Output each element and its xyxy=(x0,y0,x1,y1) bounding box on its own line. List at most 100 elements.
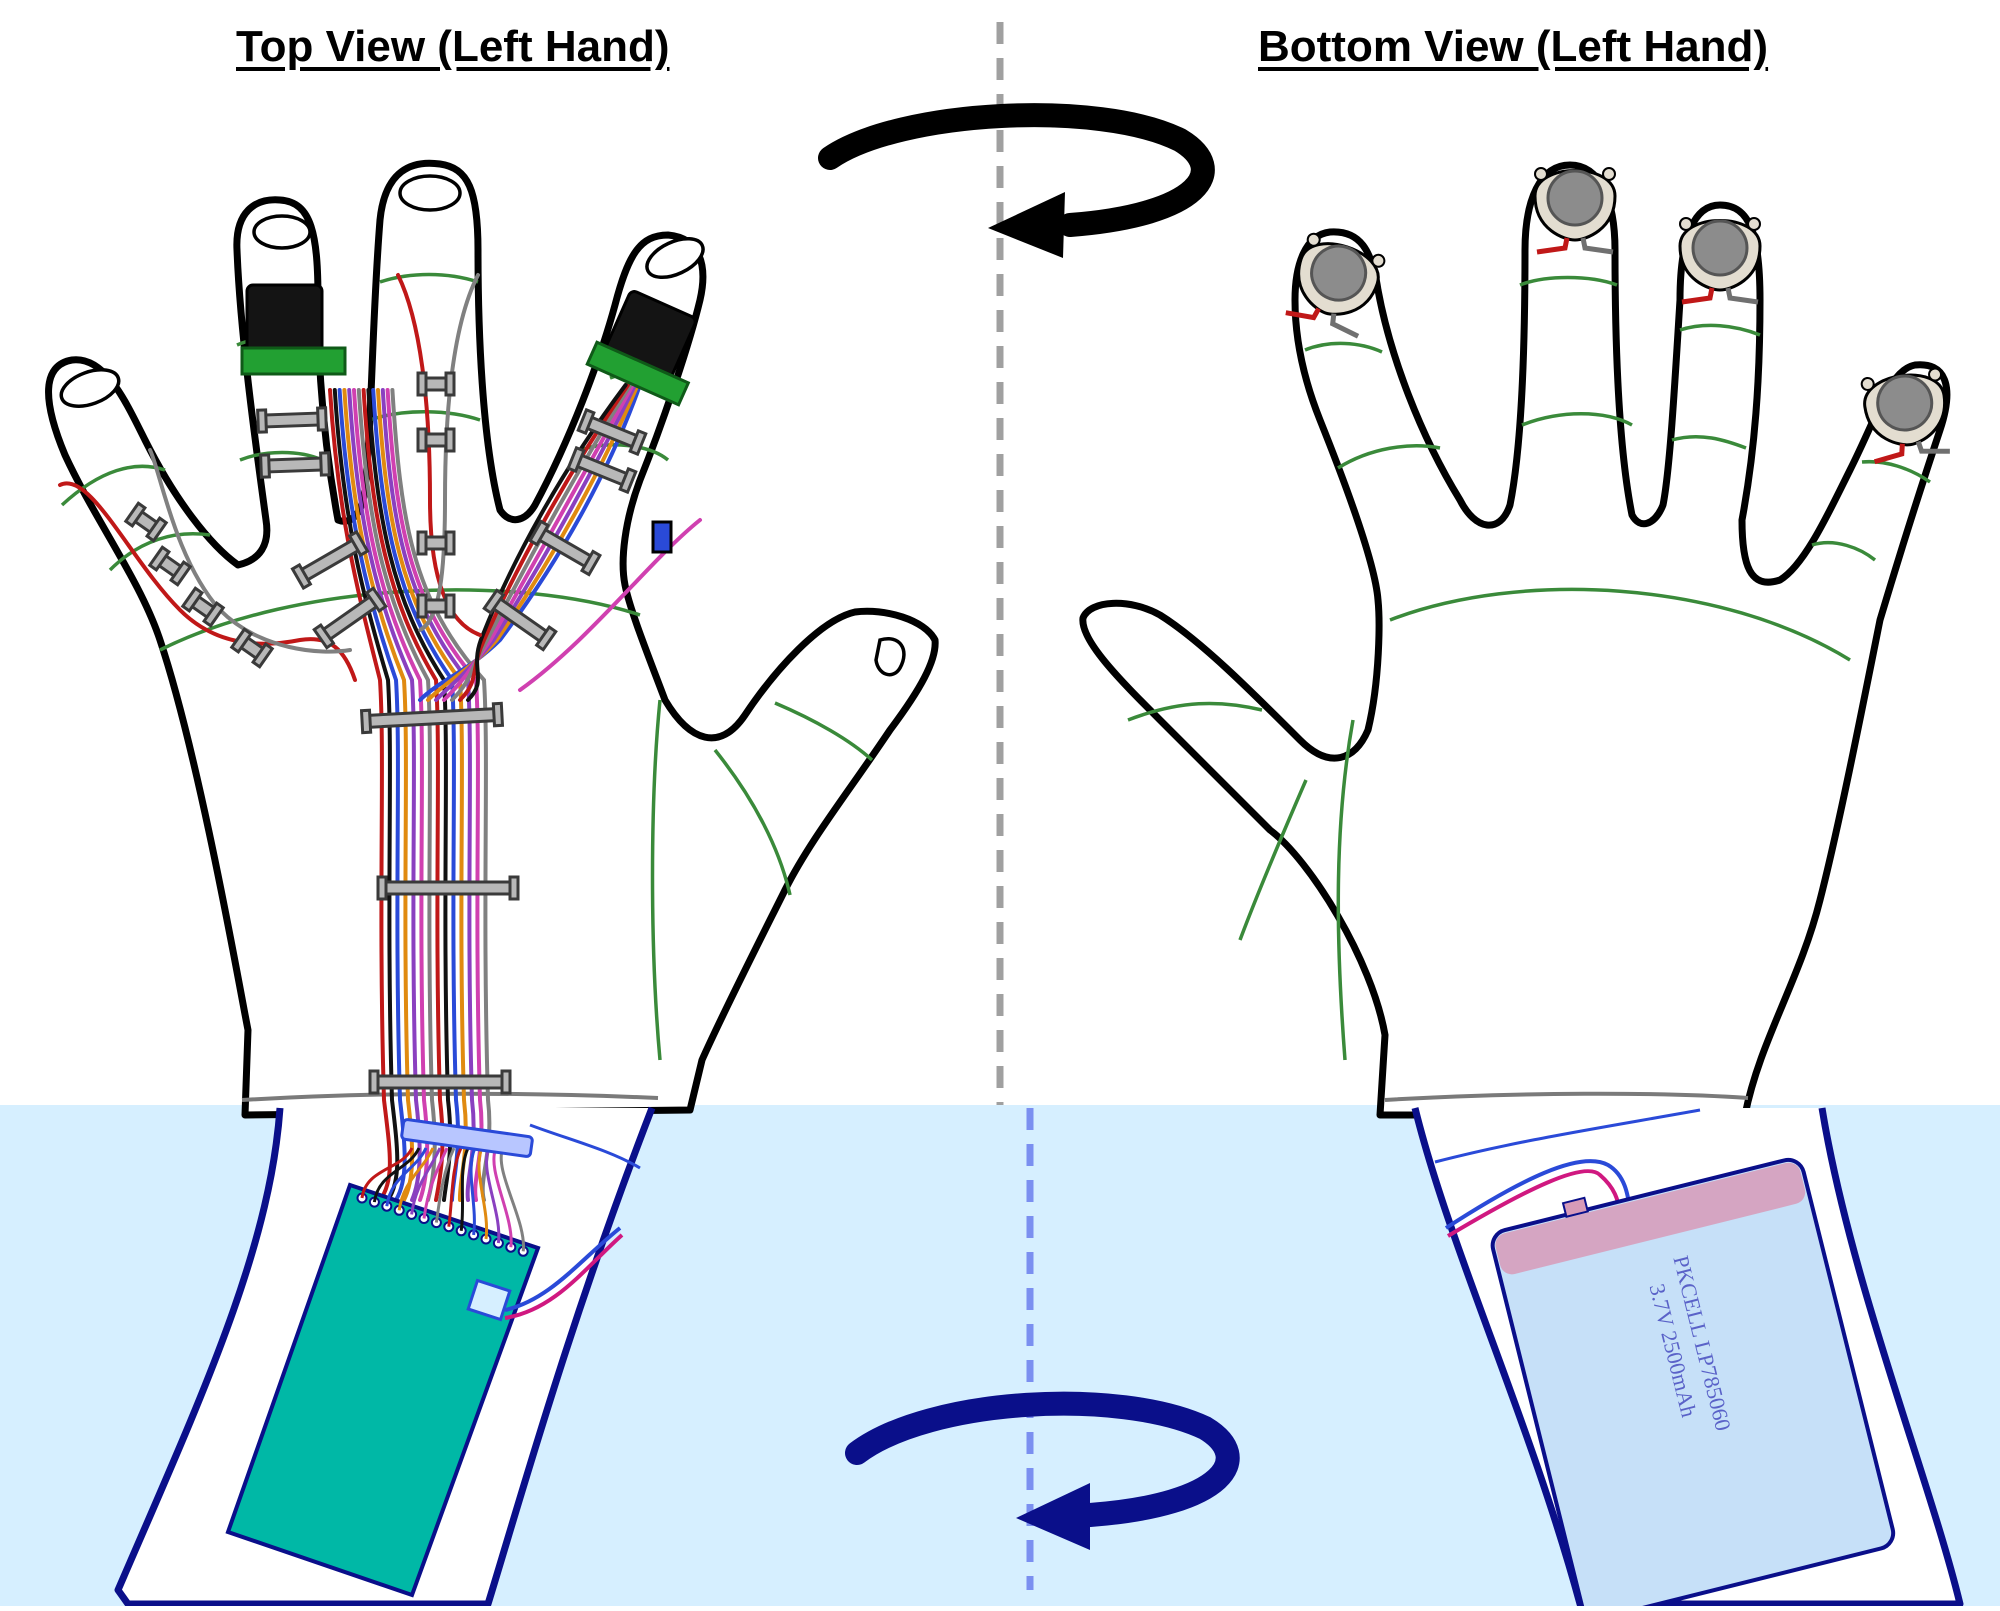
cable-clip-end xyxy=(290,562,313,591)
header-pin-wire xyxy=(372,1147,421,1203)
cable-clip-end xyxy=(250,642,275,669)
cable-clip-end xyxy=(123,501,148,528)
cable-clip xyxy=(123,501,169,543)
bottom-view-hand-outline xyxy=(1079,161,1951,1119)
wire-strand xyxy=(442,383,635,702)
cable-clip-end xyxy=(368,1069,380,1095)
bottom-view-creases xyxy=(1127,275,1932,1061)
cable-clip-end xyxy=(444,427,456,453)
cable-clip xyxy=(416,530,456,556)
cable-clip xyxy=(312,586,388,650)
cable-clips xyxy=(123,371,648,1095)
cable-clip-end xyxy=(444,371,456,397)
cable-clip-end xyxy=(628,428,648,457)
wire-strand xyxy=(450,383,633,702)
wire-strand xyxy=(434,383,638,702)
header-pin-wire xyxy=(469,1147,477,1236)
board-to-strap-wire-blue xyxy=(504,1226,622,1312)
main-board-pin-header xyxy=(356,1147,529,1257)
battery-lead-pink xyxy=(1446,1169,1622,1238)
cable-clip-bar xyxy=(264,456,326,474)
main-board xyxy=(225,1147,541,1598)
cable-clip-end xyxy=(416,530,428,556)
cable-clip-end xyxy=(359,708,373,735)
wire-bundle-clamp xyxy=(400,1118,534,1158)
button-wire xyxy=(518,518,702,692)
header-pin-wire xyxy=(397,1147,435,1211)
force-sensor-lead xyxy=(1873,443,1905,465)
header-pin-wire xyxy=(477,1147,489,1240)
force-sensor-icon xyxy=(1860,367,1950,465)
cable-clip-end xyxy=(376,875,388,901)
force-sensor-pad xyxy=(1876,374,1934,432)
header-pin-wire xyxy=(484,1147,501,1244)
battery-tab xyxy=(1561,1196,1589,1218)
bottom-rotation-arrow-icon xyxy=(845,1391,1240,1550)
cable-clip-bar xyxy=(373,1074,507,1090)
header-pin-wire xyxy=(492,1147,513,1248)
cable-clip-end xyxy=(201,601,226,628)
force-sensor-icon xyxy=(1533,167,1617,255)
cable-clip-end xyxy=(534,624,558,652)
wire-strand xyxy=(426,383,640,702)
cable-clip-end xyxy=(144,516,169,543)
cable-clip-end xyxy=(416,371,428,397)
cable-clip xyxy=(368,1069,512,1095)
force-sensor-hole xyxy=(1679,217,1693,231)
bottom-view-hand xyxy=(1079,161,1951,1119)
cable-clip-end xyxy=(256,408,268,434)
cable-clip xyxy=(576,407,648,457)
cable-clip-end xyxy=(416,593,428,619)
cable-clip-end xyxy=(180,586,205,613)
header-pin-wire xyxy=(385,1147,428,1207)
header-pin-wire xyxy=(459,1147,470,1231)
wire-strand xyxy=(418,383,642,702)
middle-nail-icon xyxy=(398,174,462,212)
cable-clip-bar xyxy=(381,880,515,896)
cable-clip-end xyxy=(316,406,328,432)
force-sensor-hole xyxy=(1602,167,1616,181)
top-wrist-cut-line xyxy=(241,1091,659,1102)
header-pin-wire xyxy=(447,1147,463,1227)
cable-clip-end xyxy=(444,530,456,556)
cable-clip-end xyxy=(347,529,370,558)
header-pin-wire xyxy=(360,1147,414,1199)
cable-clip xyxy=(376,875,520,901)
cable-clip-end xyxy=(528,519,551,547)
header-pin-wire xyxy=(434,1147,456,1223)
cable-clip xyxy=(416,371,456,397)
cable-clip xyxy=(229,627,275,669)
force-sensor-hole xyxy=(1928,367,1943,382)
cable-clip xyxy=(482,588,558,652)
force-sensor-pad xyxy=(1310,244,1368,302)
bottom-wrist-cut-line xyxy=(1384,1091,1749,1102)
cable-clip-end xyxy=(416,427,428,453)
ring-finger-module xyxy=(240,283,347,376)
cable-clip xyxy=(147,545,193,587)
index-finger-module xyxy=(585,290,697,407)
cable-clip xyxy=(528,519,602,577)
cable-clip-end xyxy=(259,453,271,479)
cable-clip-end xyxy=(500,1069,512,1095)
cable-clip-end xyxy=(618,466,638,495)
cable-clip xyxy=(256,406,328,434)
cable-clip-end xyxy=(482,588,506,616)
ring-module-board xyxy=(240,346,347,376)
cable-clip xyxy=(416,593,456,619)
force-sensor-hole xyxy=(1860,376,1875,391)
force-sensor-hole xyxy=(1747,217,1761,231)
cable-clip-end xyxy=(229,627,254,654)
cable-clip xyxy=(359,701,505,735)
cable-clip-bar xyxy=(261,411,323,429)
cable-clip xyxy=(566,445,638,495)
force-sensor-lead xyxy=(1915,440,1950,454)
force-sensor-lead xyxy=(1285,307,1321,321)
top-view-title: Top View (Left Hand) xyxy=(236,22,670,71)
force-sensor-hole xyxy=(1534,167,1548,181)
index-side-button xyxy=(651,520,673,554)
board-to-strap-wire-pink xyxy=(504,1233,624,1320)
battery-body xyxy=(1490,1157,1896,1611)
bottom-strap-wire-blue xyxy=(1434,1108,1701,1164)
force-sensor-hole xyxy=(1371,253,1386,268)
